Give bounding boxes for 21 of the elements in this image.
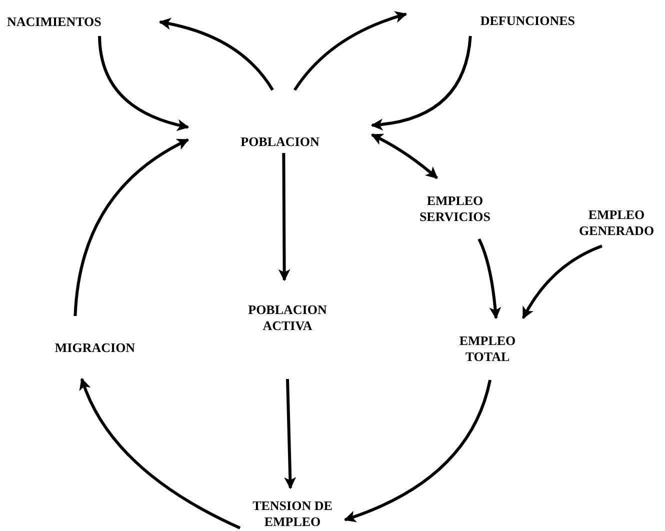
arrow (74, 138, 190, 316)
node-label: DEFUNCIONES (480, 13, 575, 29)
node-label: EMPLEO SERVICIOS (418, 192, 492, 224)
node-label: POBLACION (240, 134, 320, 150)
node-label: MIGRACION (54, 340, 136, 356)
arrow (522, 244, 603, 320)
node-label: NACIMIENTOS (7, 14, 102, 30)
node-label: EMPLEO TOTAL (458, 333, 517, 365)
arrow (98, 36, 190, 131)
arrow (478, 238, 502, 320)
arrow (278, 152, 290, 282)
arrow (293, 11, 408, 91)
node-label: EMPLEO GENERADO (578, 207, 656, 239)
arrow (284, 378, 296, 490)
arrow (80, 378, 241, 530)
arrow (370, 36, 472, 130)
node-label: TENSION DE EMPLEO (252, 498, 334, 530)
arrow (370, 133, 438, 180)
arrow (158, 18, 274, 91)
arrow (344, 380, 492, 522)
node-label: POBLACION ACTIVA (247, 302, 328, 334)
